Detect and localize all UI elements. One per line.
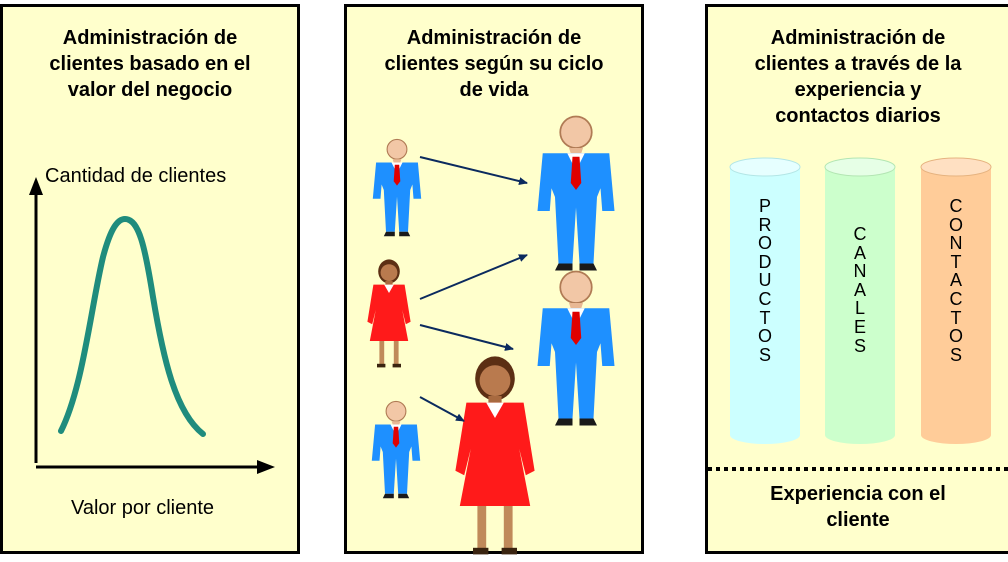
arrow <box>419 156 528 185</box>
distribution-graph <box>29 177 275 474</box>
bell-curve <box>58 215 206 437</box>
large-man-figure <box>536 270 616 427</box>
x-axis-label: Valor por cliente <box>71 497 215 519</box>
panel-title: Administración de clientes basado en el … <box>49 27 251 101</box>
panel-title: Administración de clientes según su cicl… <box>384 27 604 101</box>
arrow <box>419 254 528 300</box>
cylinder-label-productos: P R O D U C T O S <box>757 196 772 365</box>
footer-label: Experiencia con el cliente <box>770 483 946 531</box>
y-axis-label: Cantidad de clientes <box>45 165 227 187</box>
lifecycle-illustration <box>367 115 616 555</box>
panel-customer-value: Administración de clientes basado en el … <box>0 4 300 554</box>
small-woman-figure <box>367 259 411 368</box>
cylinders-illustration <box>708 157 1008 471</box>
small-man-figure <box>371 400 421 499</box>
cylinder-canales <box>824 157 896 444</box>
large-man-figure <box>536 115 616 272</box>
cylinder-label-contactos: C O N T A C T O S <box>948 196 963 365</box>
cylinder-productos <box>729 157 801 444</box>
cylinder-contactos <box>920 157 992 444</box>
cylinder-label-canales: C A N A L E S <box>853 224 867 356</box>
panel-customer-lifecycle: Administración de clientes según su cicl… <box>344 4 644 555</box>
arrow <box>419 324 514 351</box>
large-woman-figure <box>455 356 535 555</box>
panel-customer-experience: Administración de clientes a través de l… <box>705 4 1008 554</box>
small-man-figure <box>372 138 422 237</box>
arrow <box>419 396 465 422</box>
panel-title: Administración de clientes a través de l… <box>754 27 962 127</box>
x-axis-arrowhead <box>257 460 275 474</box>
y-axis-arrowhead <box>29 177 43 195</box>
